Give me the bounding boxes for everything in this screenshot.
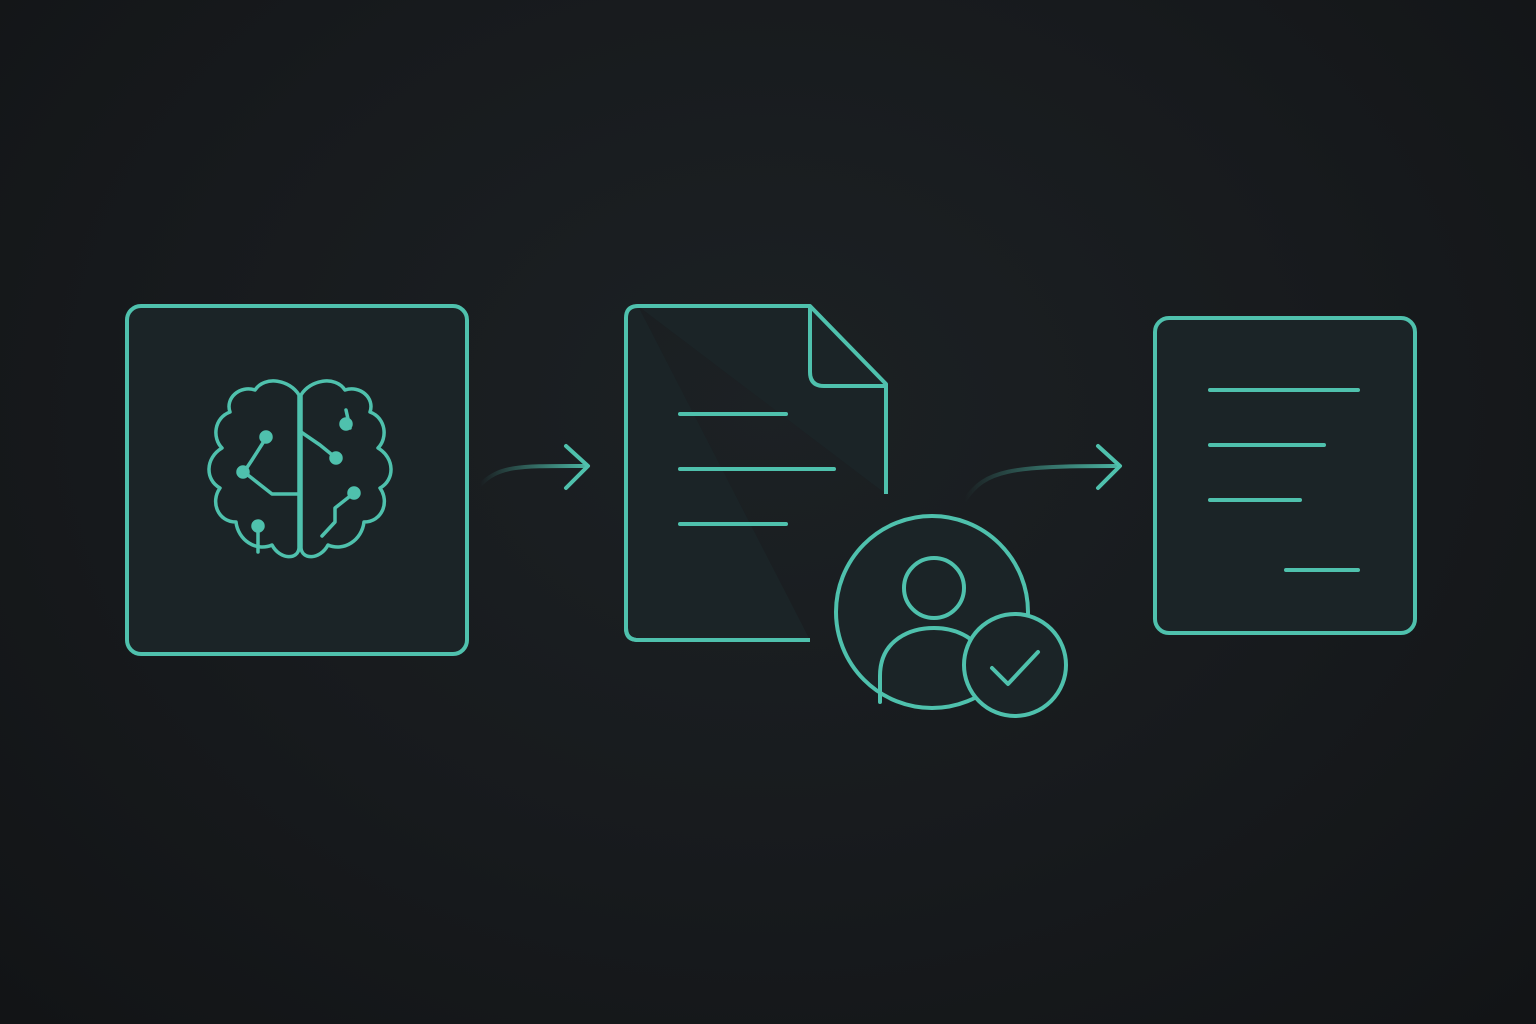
arrow-ai-to-draft (478, 444, 590, 490)
draft-document-lines (678, 412, 836, 526)
ai-model-card (125, 304, 469, 656)
node-final-document (1153, 316, 1417, 635)
checkmark-icon (990, 650, 1040, 686)
document-fold (808, 306, 886, 388)
check-circle-icon (962, 612, 1068, 718)
node-human-review (834, 514, 1068, 718)
arrow-draft-to-final (963, 444, 1122, 502)
final-document-lines (1208, 388, 1360, 572)
brain-circuit-icon (207, 379, 393, 559)
node-ai-model (125, 304, 469, 656)
document-lines-icon (1153, 316, 1417, 635)
node-draft-document (624, 304, 888, 642)
